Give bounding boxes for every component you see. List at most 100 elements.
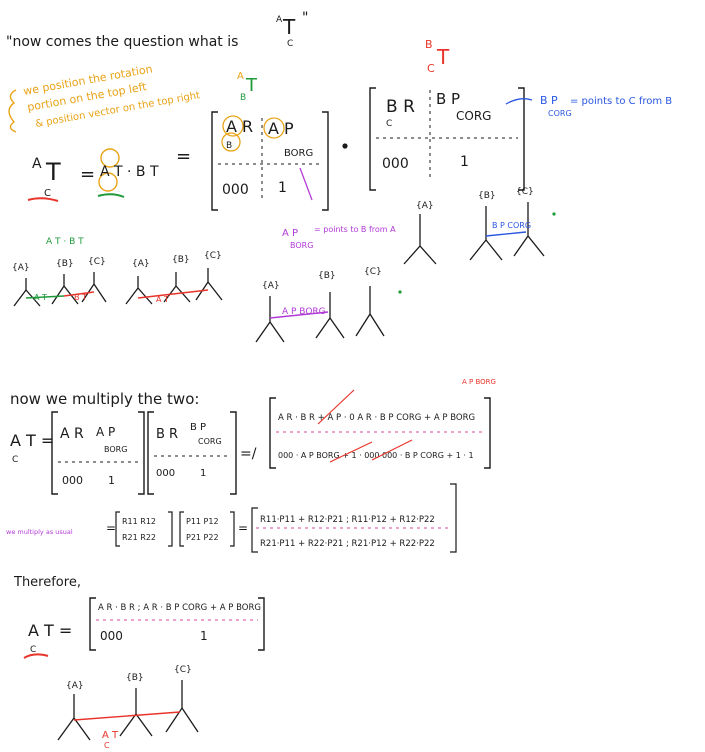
arrow-apborg — [269, 311, 329, 319]
usual-m1-row1: R11 R12 — [122, 517, 156, 526]
mult-matB-psub: CORG — [198, 437, 222, 446]
matR-title-sub: C — [427, 62, 435, 75]
mult-res-bot: 000 · A P BORG + 1 · 000 000 · B P CORG … — [278, 451, 474, 460]
usual-m2-row1: P11 P12 — [186, 517, 219, 526]
blue-arrow — [505, 98, 533, 105]
matL-circle1 — [222, 115, 244, 137]
matR-p-sub: CORG — [456, 109, 491, 123]
dot-product — [342, 143, 348, 149]
matL-rbracket — [322, 111, 329, 211]
arrow-bpcorg — [485, 231, 527, 237]
eq1-eq: = — [80, 164, 95, 185]
mult-res-rb — [484, 397, 491, 469]
blue-annot-sub: CORG — [548, 109, 572, 118]
matR-zeros: 000 — [382, 156, 409, 172]
eq1-eq2: = — [176, 146, 191, 167]
mult-anno: A P BORG — [462, 378, 496, 386]
therefore-rb — [258, 597, 265, 651]
matR-title-T: T — [436, 45, 450, 69]
arrow-atc-bottom — [73, 711, 181, 721]
mult-matB-r: B R — [156, 427, 178, 442]
frame-a-2: {A} — [132, 259, 150, 269]
arrow-atb — [25, 295, 65, 299]
usual-res1: R11·P11 + R12·P21 ; R11·P12 + R12·P22 — [260, 515, 435, 525]
matL-p: A P — [268, 119, 294, 138]
eq1-lhs-T: T — [45, 158, 61, 186]
blue-annot-desc: = points to C from B — [570, 96, 672, 107]
therefore-lhs-sub: C — [30, 645, 36, 655]
green-dot-1 — [398, 290, 402, 294]
frame-c-5: {C} — [174, 665, 192, 675]
mult-matB-lb — [147, 411, 154, 495]
multiply-lhs: A T = — [10, 431, 54, 450]
matL-circle2 — [221, 132, 241, 152]
purple-annot-sub: BORG — [290, 241, 313, 250]
frame-a-3: {A} — [262, 281, 280, 291]
frames-right-strokes — [403, 202, 545, 265]
matL-purple-arrow — [299, 167, 313, 201]
therefore-one: 1 — [200, 629, 208, 643]
label-atc-left: A T — [156, 295, 169, 304]
orange-label-sub: B — [240, 93, 246, 103]
matR-rbracket — [518, 87, 525, 191]
eq1-lhs-sup: A — [32, 156, 42, 172]
bottom-label-sub: C — [104, 741, 110, 750]
frame-a-5: {A} — [66, 681, 84, 691]
frame-c-1: {C} — [88, 257, 106, 267]
eq1-circle-a — [100, 148, 120, 168]
frame-c-3: {C} — [364, 267, 382, 277]
label-btc: B T — [74, 293, 87, 302]
frame-c-2: {C} — [204, 251, 222, 261]
matR-title-sup: B — [425, 38, 433, 51]
usual-m2-rb — [230, 511, 235, 547]
matR-lbracket — [369, 87, 376, 191]
question-sub: C — [287, 39, 293, 49]
label-apborg: A P BORG — [282, 307, 326, 317]
matR-r-sub: C — [386, 119, 392, 129]
mult-matA-zeros: 000 — [62, 474, 83, 487]
therefore-lb — [89, 597, 96, 651]
mult-matB-zeros: 000 — [156, 468, 175, 479]
matR-r: B R — [386, 97, 415, 117]
mult-matB-rb — [230, 411, 237, 495]
question-sup: A — [276, 15, 283, 25]
usual-res-lb — [251, 507, 258, 553]
frame-b-3: {B} — [318, 271, 336, 281]
orange-label-T: T — [245, 75, 258, 96]
mult-red-strikes — [317, 389, 413, 463]
question-close: " — [302, 10, 308, 26]
mini-combo: A T · B T — [46, 237, 84, 247]
usual-m1-rb — [168, 511, 173, 547]
frames-center-strokes — [255, 286, 385, 343]
mult-matA-lb — [51, 411, 58, 495]
usual-res2: R21·P11 + R22·P21 ; R21·P12 + R22·P22 — [260, 539, 435, 549]
matL-p-sub: BORG — [284, 148, 313, 159]
label-bpcorg: B P CORG — [492, 221, 531, 230]
orange-label-sup: A — [237, 71, 244, 82]
eq1-mid: A T · B T — [100, 164, 159, 180]
green-dot-2 — [552, 212, 556, 216]
mult-matB-one: 1 — [200, 468, 206, 479]
frames-left-strokes — [13, 268, 223, 307]
purple-annot-text: A P — [282, 228, 298, 239]
arrow-atc-left — [137, 289, 209, 299]
matL-lbracket — [211, 111, 218, 211]
frame-c-4: {C} — [516, 187, 534, 197]
matL-circle3 — [263, 117, 285, 139]
therefore-top: A R · B R ; A R · B P CORG + A P BORG — [98, 603, 261, 613]
multiply-approx: =/ — [240, 446, 257, 462]
purple-annot-desc: = points to B from A — [314, 225, 396, 234]
mult-res-lb — [269, 397, 276, 469]
eq1-circle-b — [98, 172, 118, 192]
mult-matA-one: 1 — [108, 474, 115, 487]
therefore-heading: Therefore, — [13, 575, 81, 590]
mult-matA-psub: BORG — [104, 445, 127, 454]
usual-m2-lb — [179, 511, 184, 547]
usual-label: we multiply as usual — [6, 528, 73, 536]
usual-m1-lb — [115, 511, 120, 547]
mult-res-top: A R · B R + A P · 0 A R · B P CORG + A P… — [278, 413, 475, 423]
matR-p: B P — [436, 90, 460, 108]
bottom-label: A T — [102, 730, 119, 741]
